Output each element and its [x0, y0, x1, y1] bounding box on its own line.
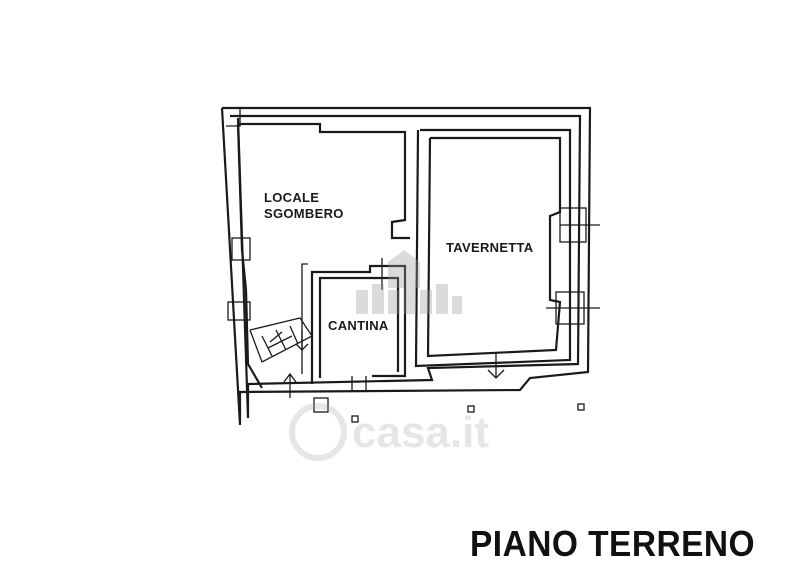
watermark-text: casa.it: [352, 408, 489, 457]
watermark-circle-icon: [289, 403, 347, 461]
room-label-line-1: LOCALE: [264, 190, 320, 205]
foundation-marks: [313, 376, 585, 423]
door-arrows: [269, 330, 505, 398]
room-label-line-2: SGOMBERO: [264, 206, 344, 221]
watermark-logo-icon: [356, 250, 462, 314]
room-label-cantina: CANTINA: [328, 318, 389, 333]
room-label-locale-sgombero: LOCALE SGOMBERO: [264, 190, 344, 222]
floor-title: PIANO TERRENO: [470, 523, 756, 564]
stairs: [249, 317, 313, 363]
locale-sgombero-walls: [227, 122, 410, 389]
outer-walls: [220, 106, 592, 426]
windows: [546, 207, 600, 325]
room-label-tavernetta: TAVERNETTA: [446, 240, 534, 255]
tavernetta-walls: [414, 128, 572, 368]
